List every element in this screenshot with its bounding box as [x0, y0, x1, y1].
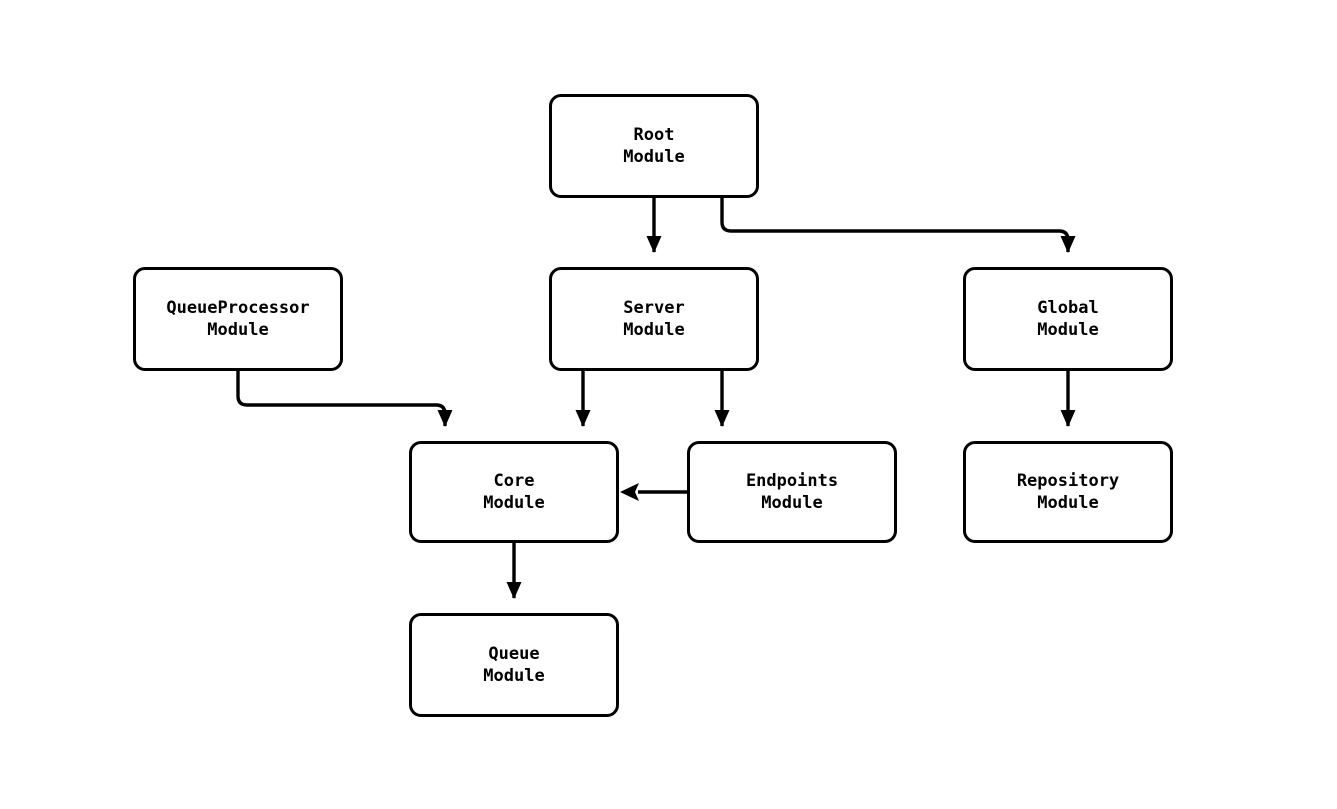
edge-root-to-server	[646, 198, 662, 253]
edge-server-to-endpoints	[714, 371, 730, 427]
node-root-module-line2: Module	[623, 147, 685, 167]
node-server-module-line1: Server	[623, 298, 685, 318]
node-endpoints-module-line1: Endpoints	[745, 471, 839, 491]
node-server-module[interactable]: Server Module	[549, 267, 759, 371]
node-server-module-line2: Module	[623, 320, 685, 340]
edge-endpoints-to-core	[620, 483, 687, 501]
edge-queueprocessor-to-core	[236, 371, 453, 427]
node-endpoints-module-line2: Module	[761, 493, 823, 513]
edge-core-to-queue	[506, 543, 522, 599]
node-repository-module[interactable]: Repository Module	[963, 441, 1173, 543]
node-global-module-line1: Global	[1037, 298, 1099, 318]
node-queueprocessor-module[interactable]: QueueProcessor Module	[133, 267, 343, 371]
edge-global-to-repository	[1060, 371, 1076, 427]
node-queue-module-line2: Module	[483, 666, 545, 686]
node-queueprocessor-module-line1: QueueProcessor	[166, 298, 310, 318]
node-queueprocessor-module-line2: Module	[207, 320, 269, 340]
node-endpoints-module[interactable]: Endpoints Module	[687, 441, 897, 543]
node-global-module-line2: Module	[1037, 320, 1099, 340]
node-repository-module-line2: Module	[1037, 493, 1099, 513]
node-repository-module-line1: Repository	[1016, 471, 1120, 491]
node-core-module[interactable]: Core Module	[409, 441, 619, 543]
node-queue-module-line1: Queue	[488, 644, 540, 664]
edge-root-to-global	[720, 198, 1076, 253]
node-core-module-line1: Core	[493, 471, 535, 491]
edge-server-to-core	[575, 371, 591, 427]
node-root-module-line1: Root	[633, 125, 675, 145]
node-core-module-line2: Module	[483, 493, 545, 513]
node-queue-module[interactable]: Queue Module	[409, 613, 619, 717]
node-root-module[interactable]: Root Module	[549, 94, 759, 198]
node-global-module[interactable]: Global Module	[963, 267, 1173, 371]
